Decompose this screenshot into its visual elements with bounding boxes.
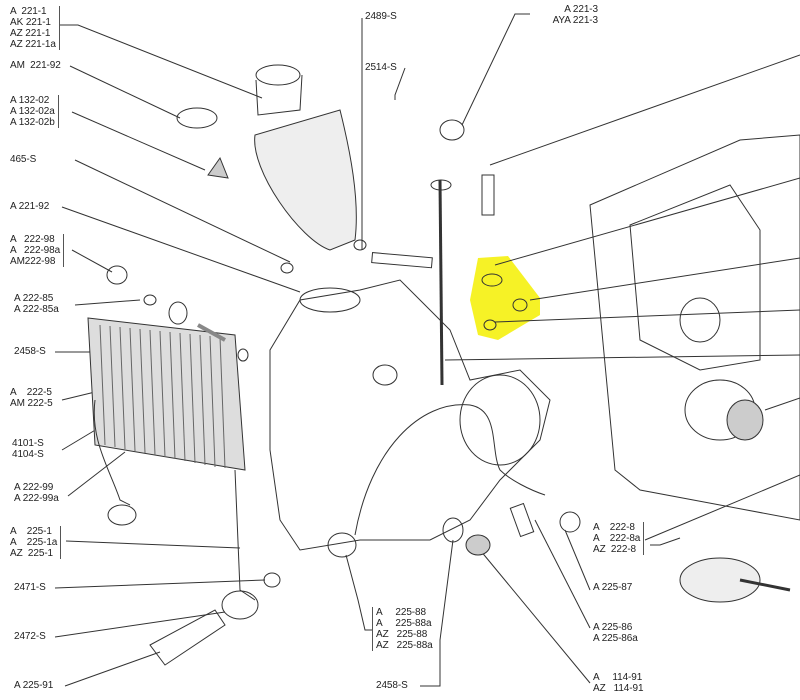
label-line: AZ 221-1 (10, 28, 51, 39)
label-line: AZ 225-88 (376, 629, 428, 640)
label-line: 2471-S (14, 582, 46, 593)
label-line: 2458-S (14, 346, 46, 357)
label-line: AZ 221-1a (10, 39, 56, 50)
leader-lines (54, 13, 800, 687)
label-line: 465-S (10, 154, 37, 165)
label-line: A 225-1a (10, 537, 58, 548)
highlight-region (470, 256, 540, 340)
label-2458-s-bottom: 2458-S (376, 680, 408, 691)
label-line: A 222-98a (10, 245, 61, 256)
label-a-221-92: A 221-92 (10, 201, 49, 212)
label-2514-s: 2514-S (365, 62, 397, 73)
label-line: A 222-85 (14, 293, 54, 304)
label-line: A 225-1 (10, 526, 52, 537)
label-line: AK 221-1 (10, 17, 51, 28)
label-line: A 222-85a (14, 304, 59, 315)
label-line: A 222-99 (14, 482, 54, 493)
label-line: 2458-S (376, 680, 408, 691)
label-line: AZ 225-1 (10, 548, 54, 559)
label-line: 4101-S (12, 438, 44, 449)
label-line: A 222-98 (10, 234, 55, 245)
label-line: A 221-1 (10, 6, 47, 17)
label-line: AZ 222-8 (593, 544, 637, 555)
label-line: A 222-5 (10, 387, 52, 398)
label-line: A 222-8 (593, 522, 635, 533)
label-line: 2472-S (14, 631, 46, 642)
label-line: A 114-91 (593, 672, 643, 683)
label-2489-s: 2489-S (365, 11, 397, 22)
label-line: AM222-98 (10, 256, 56, 267)
label-line: A 225-91 (14, 680, 54, 691)
label-line: A 132-02a (10, 106, 55, 117)
label-line: 4104-S (12, 449, 44, 460)
label-line: A 221-92 (10, 201, 50, 212)
dipstick-drawing (371, 119, 495, 386)
small-parts-drawing (106, 239, 528, 666)
label-line: AYA 221-3 (552, 15, 599, 26)
label-2471-s: 2471-S (14, 582, 46, 593)
label-a-225-87: A 225-87 (593, 582, 632, 593)
label-line: AZ 114-91 (593, 683, 644, 694)
label-line: A 132-02b (10, 117, 55, 128)
label-a-225-91: A 225-91 (14, 680, 53, 691)
label-line: A 225-86a (593, 633, 638, 644)
label-line: AM 222-5 (10, 398, 53, 409)
label-line: AZ 225-88a (376, 640, 433, 651)
cover-plate-drawing (589, 134, 800, 603)
label-line: A 225-88 (376, 607, 426, 618)
label-2472-s: 2472-S (14, 631, 46, 642)
label-line: AM 221-92 (10, 60, 61, 71)
label-line: 2489-S (365, 11, 397, 22)
label-line: A 225-88a (376, 618, 432, 629)
engine-block-drawing (269, 279, 581, 558)
label-line: A 225-87 (593, 582, 633, 593)
label-line: A 221-3 (564, 4, 598, 15)
oil-filter-drawing (176, 64, 357, 251)
label-am-221-92: AM 221-92 (10, 60, 61, 71)
label-line: A 225-86 (593, 622, 633, 633)
label-line: A 222-99a (14, 493, 59, 504)
label-465-s: 465-S (10, 154, 36, 165)
label-2458-s-left: 2458-S (14, 346, 46, 357)
label-line: A 222-8a (593, 533, 641, 544)
label-line: 2514-S (365, 62, 397, 73)
label-line: A 132-02 (10, 95, 50, 106)
oil-cooler-drawing (87, 317, 256, 601)
